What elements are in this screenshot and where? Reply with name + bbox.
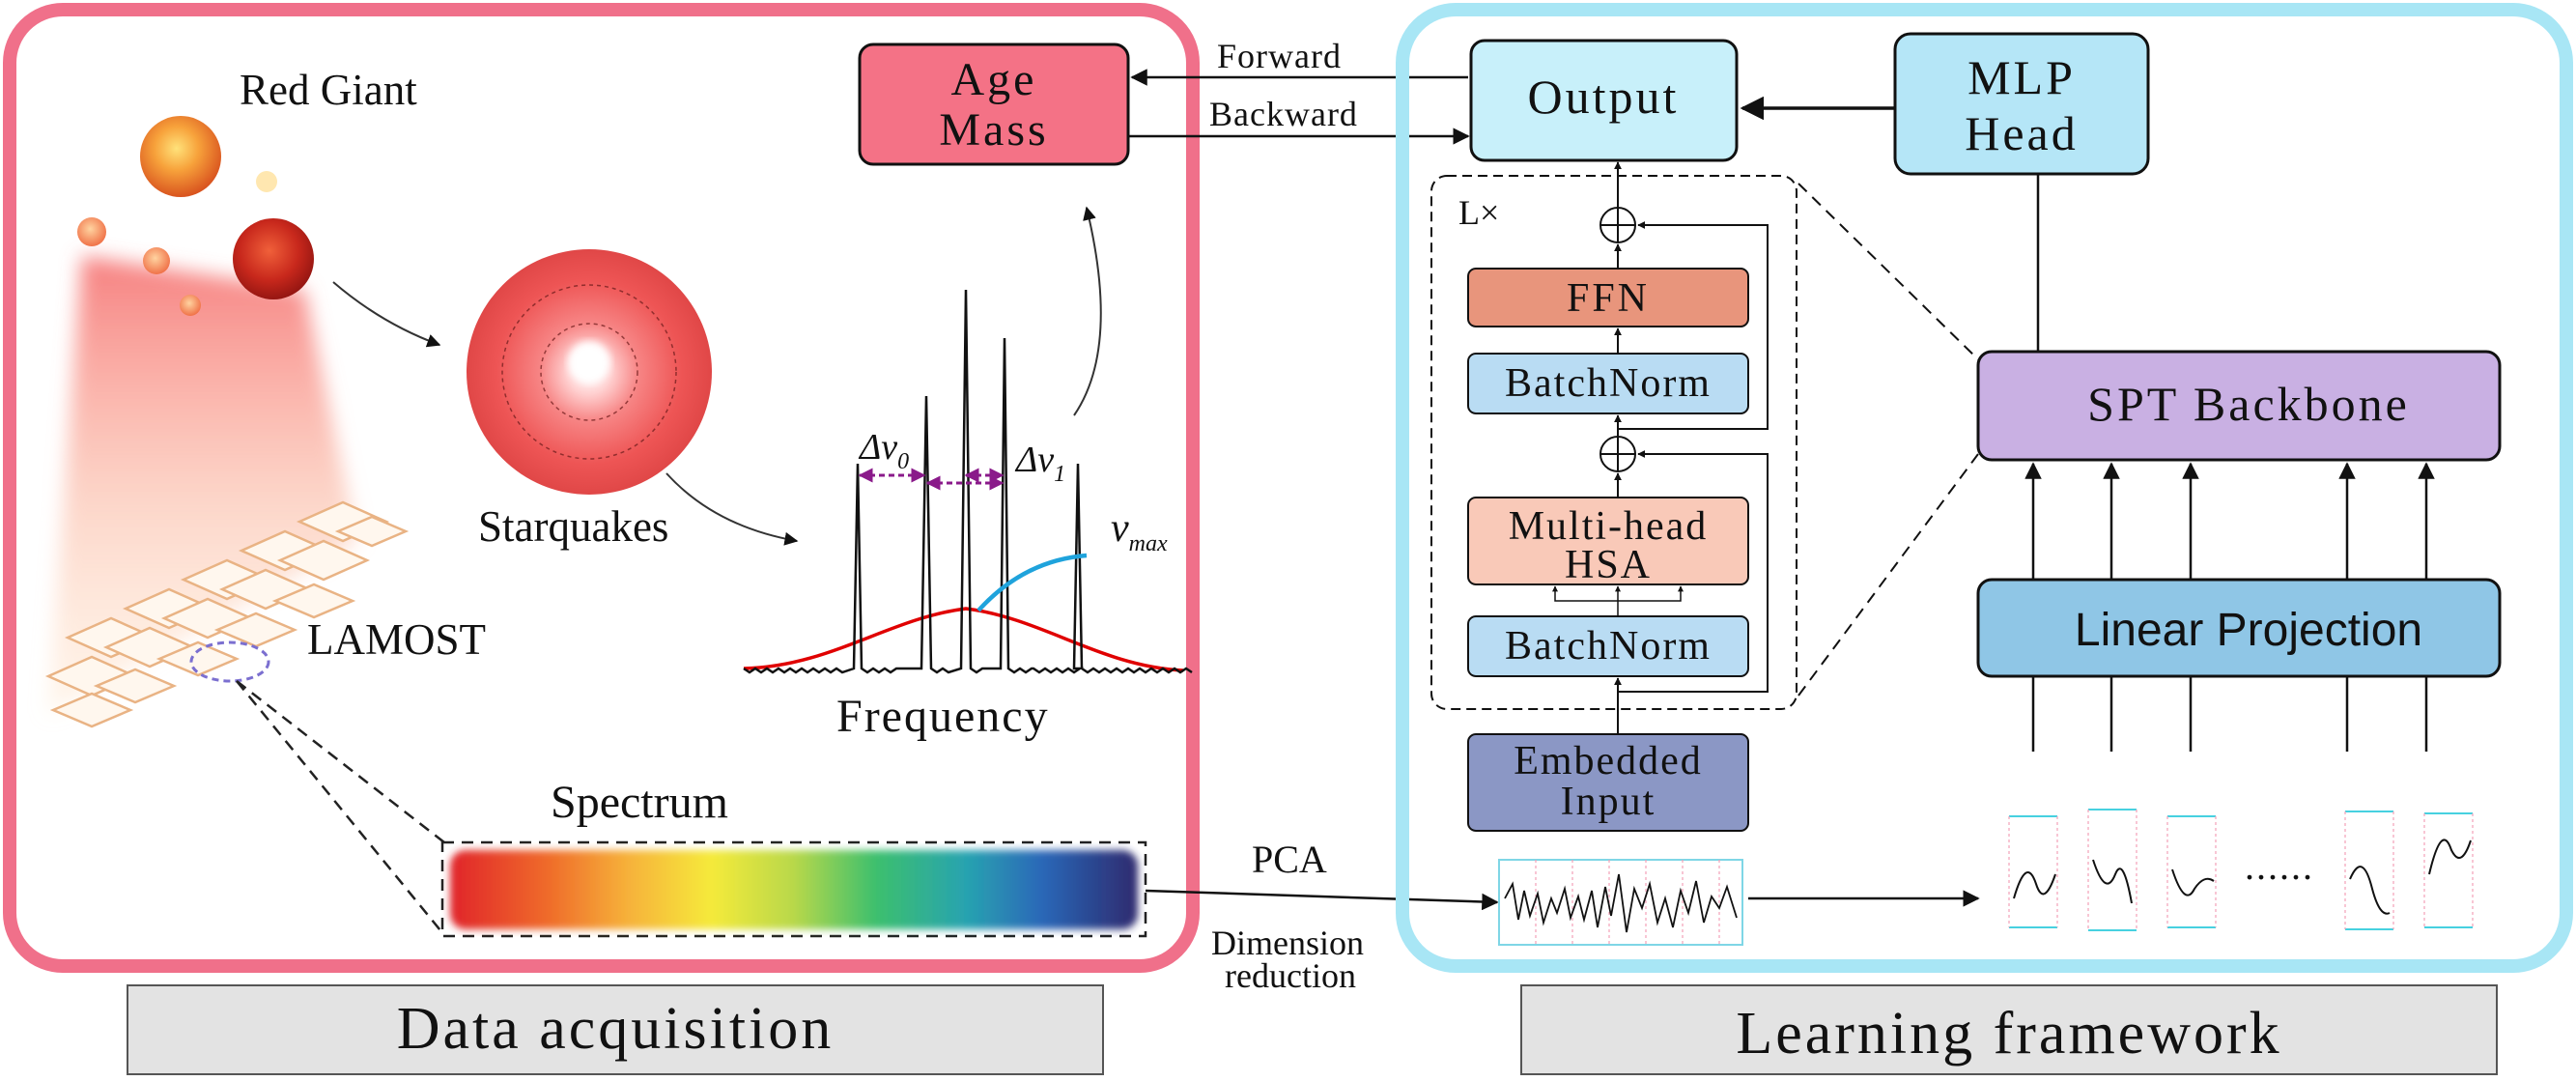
- spectrum-connector-bottom: [236, 680, 445, 936]
- oscillation-peaks: [743, 289, 1193, 674]
- hsa-box: [1467, 497, 1749, 585]
- spectrum-connector-top: [236, 680, 445, 843]
- caption-right-box: [1520, 984, 2498, 1075]
- patch-5: [2423, 812, 2474, 928]
- red-giant-label: Red Giant: [240, 66, 417, 114]
- spectrum-rainbow: [450, 850, 1138, 929]
- starquake-to-frequency-arrow: [665, 472, 799, 546]
- pca-label: PCA: [1252, 838, 1327, 881]
- batchnorm-bottom-box: [1467, 615, 1749, 677]
- mass-label: Mass: [939, 104, 1048, 156]
- starquakes-label: Starquakes: [478, 502, 668, 551]
- repeat-label: L×: [1458, 193, 1499, 232]
- ffn-label: FFN: [1567, 276, 1650, 321]
- red-giant-stars: [77, 116, 314, 316]
- mlp-label: MLP: [1967, 50, 2076, 104]
- patch-ellipsis: ......: [2245, 844, 2314, 888]
- projection-to-backbone-arrows: [2024, 462, 2435, 580]
- batchnorm-bottom-label: BatchNorm: [1505, 624, 1712, 669]
- patches: ......: [2008, 809, 2474, 931]
- spt-backbone-box: [1976, 350, 2502, 462]
- batchnorm-top-box: [1467, 353, 1749, 414]
- spectrum-label: Spectrum: [551, 777, 728, 828]
- spectrum-to-age-arrow: [1073, 206, 1102, 416]
- dim-reduction-line2: reduction: [1225, 956, 1356, 995]
- caption-left-box: [127, 984, 1104, 1075]
- dim-reduction-line1: Dimension: [1211, 924, 1364, 962]
- lamost-target-ellipse: [189, 640, 270, 683]
- caption-right: Learning framework: [1736, 1001, 2281, 1067]
- data-acquisition-panel: [3, 3, 1200, 973]
- qkv-arrows: [1552, 585, 1684, 616]
- caption-left: Data acquisition: [397, 996, 835, 1062]
- delta-nu1-label: Δν1: [1014, 440, 1065, 487]
- pca-arrow: [1145, 889, 1499, 911]
- age-mass-box: [858, 43, 1130, 166]
- power-spectrum: [743, 289, 1193, 674]
- delta-nu0-label: Δν0: [858, 427, 909, 474]
- age-label: Age: [951, 54, 1037, 105]
- patch-2: [2087, 809, 2137, 931]
- ffn-box: [1467, 268, 1749, 327]
- lamost-telescope: [44, 500, 410, 728]
- patch-3: [2166, 815, 2217, 928]
- batchnorm-top-label: BatchNorm: [1505, 361, 1712, 406]
- linear-projection-label: Linear Projection: [2075, 605, 2422, 656]
- lamost-label: LAMOST: [307, 615, 486, 664]
- output-box: [1469, 39, 1739, 162]
- starquake-disk: [467, 249, 712, 495]
- frequency-label: Frequency: [836, 691, 1050, 742]
- forward-label: Forward: [1217, 37, 1342, 75]
- patch-input-lines: [2031, 676, 2428, 752]
- pca-signal-waveform: [1504, 873, 1738, 933]
- skip-connection-bottom: [1617, 450, 1769, 734]
- numax-pointer: [977, 553, 1088, 612]
- star-to-starquake-arrow: [332, 281, 441, 348]
- patch-4: [2344, 811, 2394, 930]
- linear-projection-box: [1976, 578, 2502, 678]
- numax-label: νmax: [1111, 506, 1168, 556]
- gaussian-envelope: [743, 607, 1184, 672]
- embedded-input-box: [1467, 733, 1749, 832]
- zoom-line-top: [1798, 183, 1979, 360]
- hsa-line1: Multi-head: [1509, 504, 1709, 549]
- mlp-head-box: [1893, 32, 2150, 176]
- zoom-line-bottom: [1798, 453, 1979, 697]
- spt-backbone-label: SPT Backbone: [2087, 377, 2410, 431]
- output-label: Output: [1528, 70, 1680, 124]
- light-beam: [48, 256, 357, 715]
- patch-1: [2008, 815, 2058, 928]
- backward-label: Backward: [1209, 95, 1358, 133]
- spectrum-frame: [440, 840, 1147, 938]
- head-label: Head: [1965, 106, 2079, 160]
- embedded-line1: Embedded: [1514, 739, 1703, 783]
- hsa-line2: HSA: [1565, 543, 1652, 587]
- learning-framework-panel: [1396, 3, 2573, 973]
- transformer-block-frame: [1430, 175, 1798, 710]
- embedded-line2: Input: [1561, 780, 1656, 824]
